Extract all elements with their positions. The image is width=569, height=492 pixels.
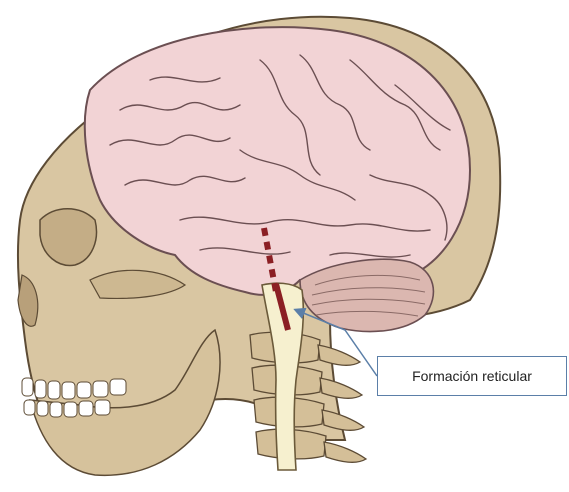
annotation-box: Formación reticular xyxy=(377,356,567,396)
annotation-label: Formación reticular xyxy=(412,368,532,384)
